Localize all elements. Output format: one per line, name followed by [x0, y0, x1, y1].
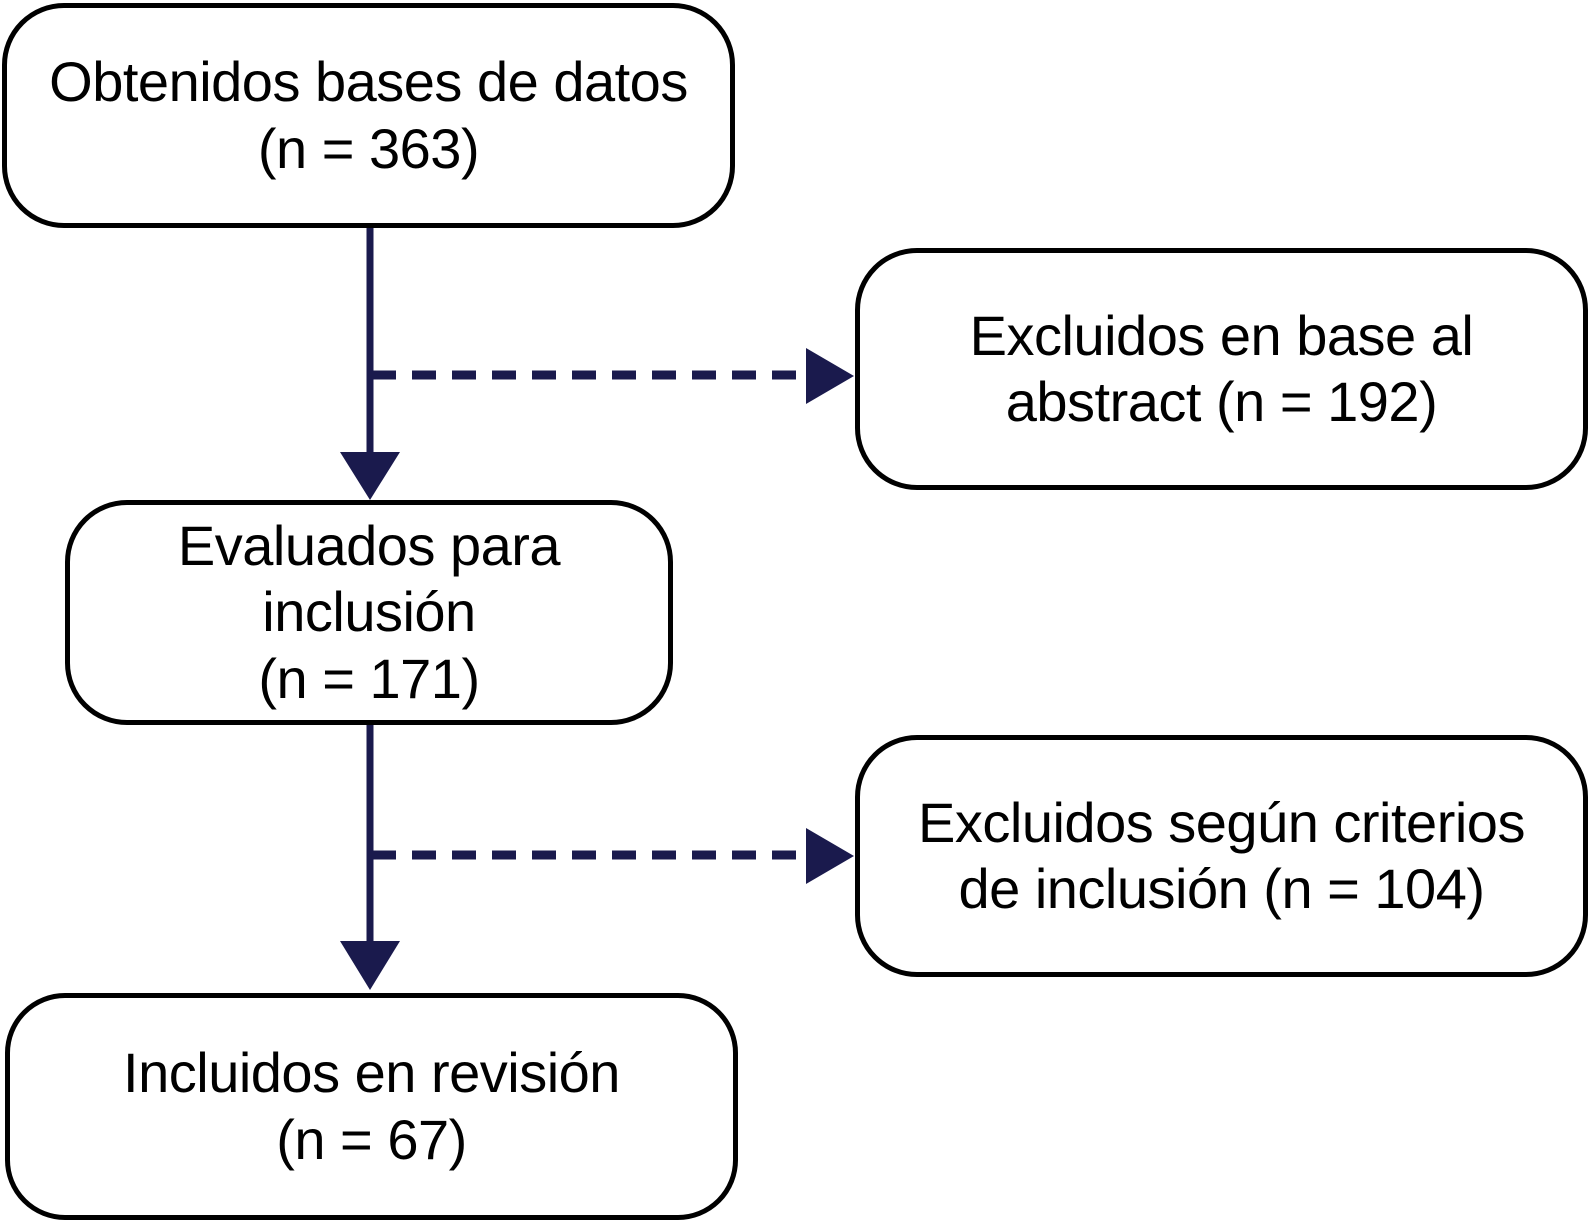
node-incluidos-en-revision[interactable]: Incluidos en revisión (n = 67): [5, 993, 738, 1220]
node-excluidos-segun-criterios-de-inclusion[interactable]: Excluidos según criterios de inclusión (…: [855, 735, 1588, 977]
arrowhead-down-databases-to-assessed: [340, 452, 400, 500]
node-label-included: Incluidos en revisión (n = 67): [123, 1041, 620, 1171]
edge-assessed-to-excluded-criteria: [372, 828, 854, 884]
node-obtenidos-bases-de-datos[interactable]: Obtenidos bases de datos (n = 363): [2, 3, 735, 228]
arrowhead-right-assessed-to-excluded-criteria: [806, 828, 854, 884]
node-label-excluded-criteria: Excluidos según criterios de inclusión (…: [918, 790, 1525, 920]
edge-databases-to-excluded-abstract: [372, 348, 854, 404]
node-evaluados-para-inclusion[interactable]: Evaluados para inclusión (n = 171): [65, 500, 673, 725]
arrowhead-right-databases-to-excluded-abstract: [806, 348, 854, 404]
node-label-assessed: Evaluados para inclusión (n = 171): [177, 514, 561, 710]
edge-assessed-to-included: [340, 725, 400, 990]
node-excluidos-en-base-al-abstract[interactable]: Excluidos en base al abstract (n = 192): [855, 248, 1588, 490]
arrowhead-down-assessed-to-included: [340, 941, 400, 990]
node-label-excluded-abstract: Excluidos en base al abstract (n = 192): [969, 303, 1474, 433]
node-label-databases: Obtenidos bases de datos (n = 363): [49, 50, 688, 180]
edge-databases-to-assessed: [340, 228, 400, 500]
